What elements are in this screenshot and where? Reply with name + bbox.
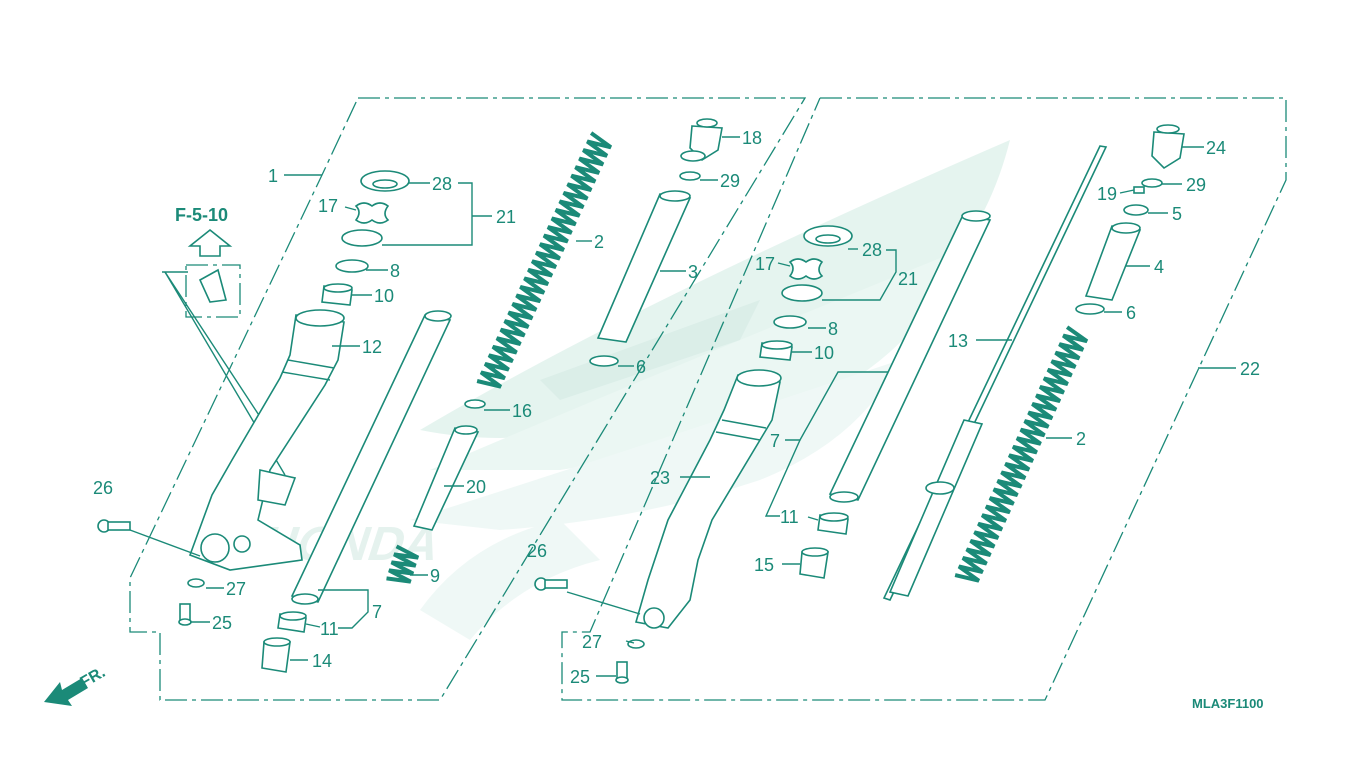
callout-26: 26 [93,478,113,498]
fork-cap-left [589,118,723,367]
callout-12: 12 [362,337,382,357]
seals-left [321,170,410,306]
fork-spring-right [954,325,1089,583]
callout-7: 7 [372,602,382,622]
diagram-code: MLA3F1100 [1192,696,1264,711]
callout-9: 9 [430,566,440,586]
callout-19: 19 [1097,184,1117,204]
callout-17: 17 [318,196,338,216]
reference-arrow [162,228,286,476]
callout-6b: 6 [1126,303,1136,323]
front-direction-arrow [44,678,88,706]
callout-4: 4 [1154,257,1164,277]
damper-rod-left [412,399,486,531]
callout-25: 25 [212,613,232,633]
callout-20: 20 [466,477,486,497]
callout-6: 6 [636,357,646,377]
callout-16: 16 [512,401,532,421]
callout-8: 8 [390,261,400,281]
seals-right [759,225,853,361]
fork-tube-left [290,310,452,605]
rebound-spring-left [386,544,420,584]
callout-18: 18 [742,128,762,148]
bushings-right [799,512,849,579]
left-assembly-boundary [129,97,807,701]
leader-lines [190,136,1236,677]
callout-11b: 11 [780,507,799,527]
callout-2: 2 [594,232,604,252]
callout-11: 11 [320,619,339,639]
fork-spring-left [476,131,613,389]
callout-3: 3 [688,262,698,282]
axle-bolt-left [97,519,201,557]
callout-28: 28 [432,174,452,194]
callout-22: 22 [1240,359,1260,379]
fork-cap-right [1075,124,1185,315]
axle-bolt-right [534,577,645,684]
callout-8b: 8 [828,319,838,339]
callout-7b: 7 [770,431,780,451]
fork-tube-right [828,210,992,503]
callout-21: 21 [496,207,516,227]
reference-code: F-5-10 [175,205,228,225]
callout-labels: 1 28 17 21 8 10 12 2 3 18 29 6 16 20 9 7… [93,128,1260,687]
spacer-tube-left [596,190,692,343]
callout-10b: 10 [814,343,834,363]
callout-27: 27 [226,579,246,599]
fork-slider-right [634,369,782,629]
callout-28b: 28 [862,240,882,260]
callout-15: 15 [754,555,774,575]
wing-watermark: HONDA [255,140,1010,640]
callout-2b: 2 [1076,429,1086,449]
callout-27b: 27 [582,632,602,652]
drain-bolt-left [178,578,205,626]
cartridge-rod-right [882,145,1108,601]
callout-29b: 29 [1186,175,1206,195]
callout-10: 10 [374,286,394,306]
callout-24: 24 [1206,138,1226,158]
fork-slider-left [188,309,345,571]
callout-26b: 26 [527,541,547,561]
callout-14: 14 [312,651,332,671]
callout-29: 29 [720,171,740,191]
callout-13: 13 [948,331,968,351]
callout-23: 23 [650,468,670,488]
bushings-left [261,611,307,673]
callout-1: 1 [268,166,278,186]
callout-17b: 17 [755,254,775,274]
callout-21b: 21 [898,269,918,289]
right-assembly-boundary [561,97,1287,701]
callout-25b: 25 [570,667,590,687]
callout-5: 5 [1172,204,1182,224]
